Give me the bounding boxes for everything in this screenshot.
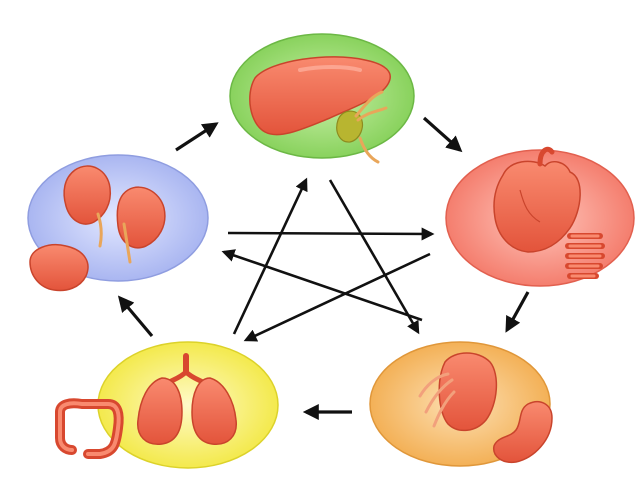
kidneys-bladder-icon	[29, 165, 166, 292]
cycle-arrow-left-to-top	[175, 122, 219, 152]
cycle-arrow-bottom-left-to-left	[117, 295, 154, 338]
cycle-arrow-right-to-bottom-right	[505, 291, 530, 333]
cycle-arrow-top-to-right	[422, 116, 463, 153]
heart-small-intestine-icon	[493, 146, 605, 279]
star-arrow-bottom-left-to-top	[232, 177, 308, 335]
star-arrow-left-to-right	[227, 227, 435, 241]
star-arrow-right-to-bottom-left	[243, 252, 431, 342]
star-arrow-bottom-right-to-left	[221, 249, 423, 322]
lungs-large-intestine-icon	[55, 353, 237, 459]
spleen-stomach-icon	[418, 352, 553, 464]
star-arrow-top-to-bottom-right	[328, 179, 420, 335]
liver-gallbladder-icon	[249, 56, 391, 164]
